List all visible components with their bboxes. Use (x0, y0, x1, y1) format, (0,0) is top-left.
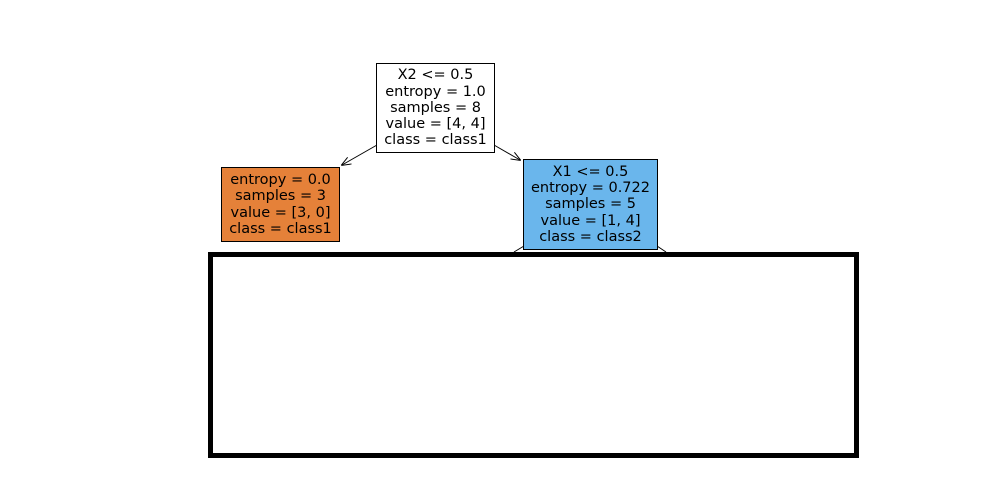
edge-root-to-left (342, 144, 378, 165)
node-text-line: X2 <= 0.5 (397, 67, 474, 84)
node-text-line: entropy = 1.0 (385, 83, 486, 100)
node-text-line: class = class1 (229, 220, 332, 237)
node-text-line: class = class1 (384, 132, 487, 149)
node-text-line: class = class2 (539, 228, 642, 245)
occlusion-box (208, 252, 859, 458)
node-text-line: entropy = 0.722 (531, 180, 650, 197)
node-text-line: value = [1, 4] (540, 212, 641, 229)
edge-stub-right-right-child (656, 245, 667, 253)
node-text-line: entropy = 0.0 (230, 172, 331, 189)
node-text-line: samples = 8 (390, 99, 481, 116)
node-text-line: samples = 3 (235, 188, 326, 205)
edge-root-to-right (493, 144, 520, 160)
node-text-line: X1 <= 0.5 (552, 163, 629, 180)
node-text-line: samples = 5 (545, 196, 636, 213)
node-text-line: value = [4, 4] (385, 116, 486, 133)
node-text-line: value = [3, 0] (230, 204, 331, 221)
edge-stub-right-left-child (513, 245, 525, 253)
